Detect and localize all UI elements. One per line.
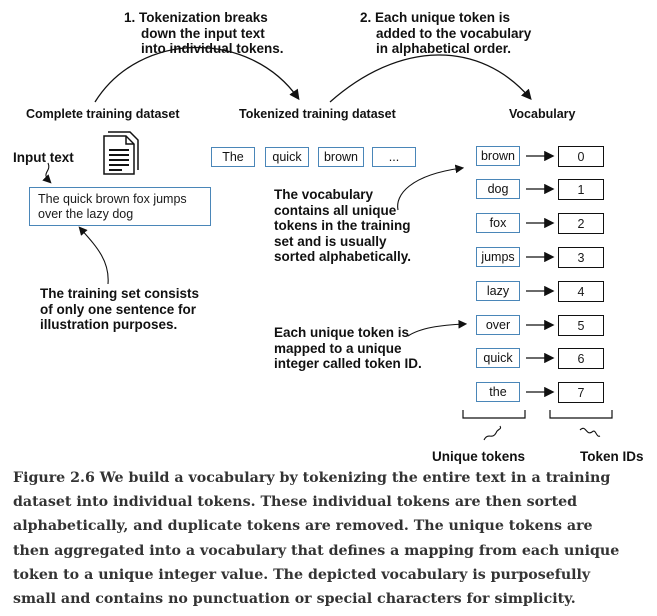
input-text-label: Input text: [13, 150, 74, 165]
mapping-note-line: integer called token ID.: [274, 356, 422, 371]
training-note-line: The training set consists: [40, 286, 200, 301]
vocab-token-box: the: [476, 382, 520, 402]
token-box: ...: [372, 147, 416, 167]
token-box: The: [211, 147, 255, 167]
caption-line: dataset into individual tokens. These in…: [13, 494, 578, 511]
step1-line: down the input text: [141, 25, 265, 41]
step1-arrow: [94, 46, 300, 103]
figure-caption: Figure 2.6 We build a vocabulary by toke…: [13, 466, 649, 611]
header-complete-dataset: Complete training dataset: [26, 107, 180, 121]
caption-line: alphabetically, and duplicate tokens are…: [13, 518, 593, 535]
token-id-box: 4: [558, 281, 604, 302]
unique-tokens-bracket: [462, 410, 526, 419]
training-note-line: illustration purposes.: [40, 317, 178, 332]
step1-line: into individual tokens.: [141, 41, 284, 56]
vocab-note-line: The vocabulary: [274, 187, 374, 202]
sentence-line: over the lazy dog: [38, 207, 134, 221]
header-tokenized-dataset: Tokenized training dataset: [239, 107, 396, 121]
caption-line: token to a unique integer value. The dep…: [13, 566, 591, 583]
vocab-token-box: jumps: [476, 247, 520, 267]
vocabulary-note: The vocabulary contains all unique token…: [274, 187, 411, 265]
vocab-token-box: fox: [476, 213, 520, 233]
training-note-line: of only one sentence for: [40, 301, 197, 317]
token-box: brown: [318, 147, 364, 167]
header-vocabulary: Vocabulary: [509, 107, 576, 121]
step1-line: 1. Tokenization breaks: [124, 10, 268, 25]
vocab-token-box: brown: [476, 146, 520, 166]
diagram-arrows: [42, 46, 613, 441]
vocab-token-box: over: [476, 315, 520, 335]
step2-line: 2. Each unique token is: [360, 10, 511, 25]
vocab-token-box: dog: [476, 179, 520, 199]
caption-line: small and contains no punctuation or spe…: [13, 591, 576, 608]
vocab-token-box: lazy: [476, 281, 520, 301]
token-ids-bracket: [549, 410, 613, 419]
token-ids-label: Token IDs: [580, 449, 644, 464]
caption-line: Figure 2.6 We build a vocabulary by toke…: [13, 470, 611, 486]
token-id-box: 0: [558, 146, 604, 167]
vocab-note-pointer: [397, 164, 465, 211]
step2-line: in alphabetical order.: [376, 41, 512, 56]
vocab-note-line: contains all unique: [274, 202, 397, 218]
token-id-box: 6: [558, 348, 604, 369]
vocab-token-box: quick: [476, 348, 520, 368]
caption-line: then aggregated into a vocabulary that d…: [13, 542, 620, 559]
token-ids-squiggle: [579, 427, 601, 437]
training-note-pointer: [78, 226, 109, 285]
sentence-line: The quick brown fox jumps: [38, 192, 187, 206]
mapping-arrows: [526, 150, 555, 398]
unique-tokens-squiggle: [483, 425, 502, 441]
token-id-box: 2: [558, 213, 604, 234]
input-text-pointer: [42, 162, 52, 184]
vocab-note-line: sorted alphabetically.: [274, 249, 412, 264]
token-box: quick: [265, 147, 309, 167]
vocab-note-line: set and is usually: [274, 233, 387, 249]
step2-annotation: 2. Each unique token is added to the voc…: [360, 10, 531, 57]
mapping-note-pointer: [407, 319, 468, 337]
step1-annotation: 1. Tokenization breaks down the input te…: [124, 10, 284, 57]
document-icon: [103, 131, 139, 175]
token-id-box: 3: [558, 247, 604, 268]
step2-line: added to the vocabulary: [376, 25, 532, 41]
token-id-box: 5: [558, 315, 604, 336]
token-id-box: 1: [558, 179, 604, 200]
unique-tokens-label: Unique tokens: [432, 449, 526, 464]
token-id-box: 7: [558, 382, 604, 403]
vocab-note-line: tokens in the training: [274, 218, 411, 233]
mapping-note-line: Each unique token is: [274, 325, 410, 340]
training-set-note: The training set consists of only one se…: [40, 286, 199, 333]
input-sentence-box: The quick brown fox jumps over the lazy …: [29, 187, 211, 226]
step2-arrow: [329, 54, 532, 103]
mapping-note: Each unique token is mapped to a unique …: [274, 325, 422, 372]
mapping-note-line: mapped to a unique: [274, 340, 402, 356]
